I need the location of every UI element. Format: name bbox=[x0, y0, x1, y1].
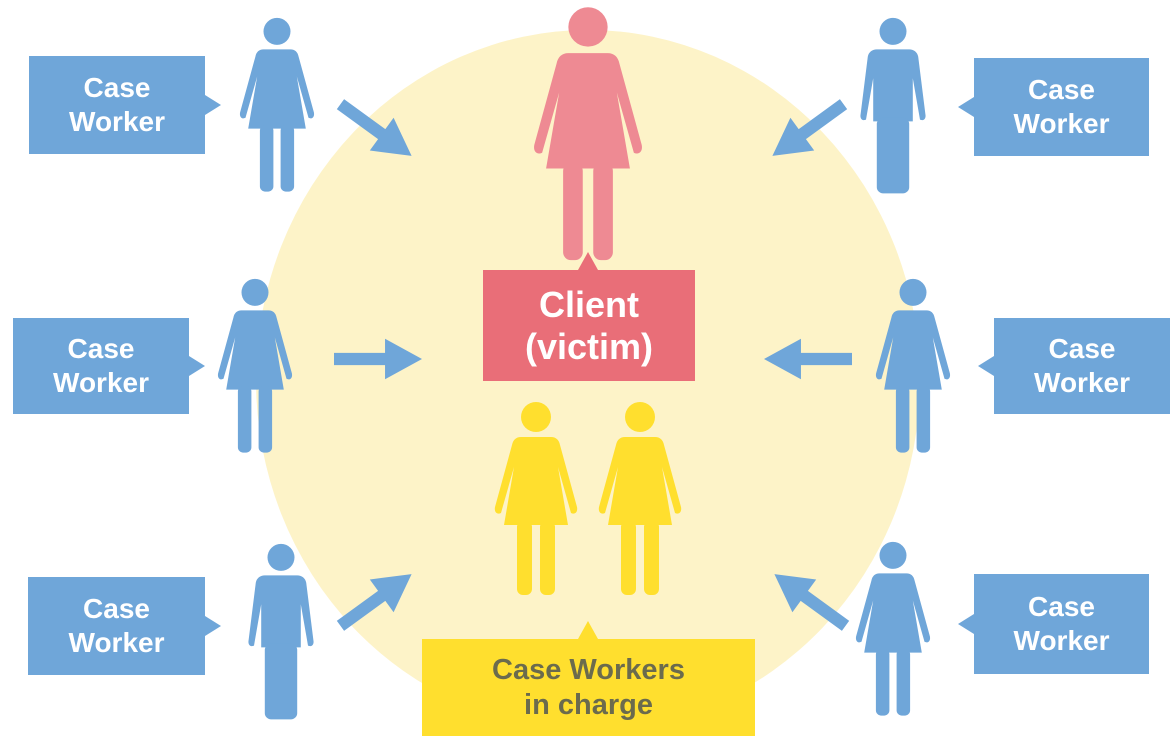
arrow-top-right bbox=[760, 87, 856, 173]
case-worker-label-6-line2: Worker bbox=[1013, 625, 1110, 656]
case-worker-label-2-line2: Worker bbox=[1013, 108, 1110, 139]
client-figure bbox=[534, 7, 642, 261]
case-worker-figure-5 bbox=[248, 543, 314, 720]
client-label-line2: (victim) bbox=[524, 325, 654, 367]
client-label-line1: Client bbox=[538, 284, 639, 326]
case-worker-label-3-line2: Worker bbox=[53, 367, 149, 398]
in-charge-figure-2 bbox=[598, 402, 682, 595]
case-worker-label-3-pointer bbox=[189, 356, 205, 376]
case-worker-label-2-pointer bbox=[958, 97, 974, 117]
case-worker-label-5-line2: Worker bbox=[68, 627, 165, 658]
in-charge-label-pointer bbox=[578, 621, 598, 639]
case-worker-label-5-pointer bbox=[205, 616, 221, 636]
case-worker-label-4-line2: Worker bbox=[1034, 367, 1130, 398]
arrow-bottom-left bbox=[328, 557, 424, 643]
in-charge-label-line2: in charge bbox=[524, 688, 653, 721]
case-worker-label-6-line1: Case bbox=[1028, 591, 1095, 623]
arrow-middle-right bbox=[764, 338, 852, 380]
arrow-bottom-right bbox=[762, 557, 858, 643]
case-worker-label-4-line1: Case bbox=[1048, 333, 1116, 365]
arrow-middle-left bbox=[334, 338, 422, 380]
case-worker-label-1-line2: Worker bbox=[69, 106, 165, 137]
case-worker-figure-4 bbox=[875, 278, 951, 453]
case-worker-figure-6 bbox=[855, 541, 931, 716]
case-worker-figure-3 bbox=[217, 278, 293, 453]
case-worker-label-6-pointer bbox=[958, 614, 974, 634]
case-worker-label-1-line1: Case bbox=[83, 72, 151, 104]
case-worker-figure-2 bbox=[860, 17, 926, 194]
case-worker-label-2-line1: Case bbox=[1028, 74, 1095, 106]
case-worker-label-4-pointer bbox=[978, 356, 994, 376]
in-charge-label-line1: Case Workers bbox=[492, 653, 685, 686]
case-worker-figure-1 bbox=[239, 17, 315, 192]
case-worker-label-1-pointer bbox=[205, 95, 221, 115]
arrow-top-left bbox=[328, 87, 424, 173]
in-charge-figure-1 bbox=[494, 402, 578, 595]
case-worker-label-5-line1: Case bbox=[83, 593, 150, 625]
case-worker-label-3-line1: Case bbox=[67, 333, 135, 365]
client-label: Client(victim) bbox=[483, 270, 695, 381]
client-label-pointer bbox=[578, 252, 598, 270]
